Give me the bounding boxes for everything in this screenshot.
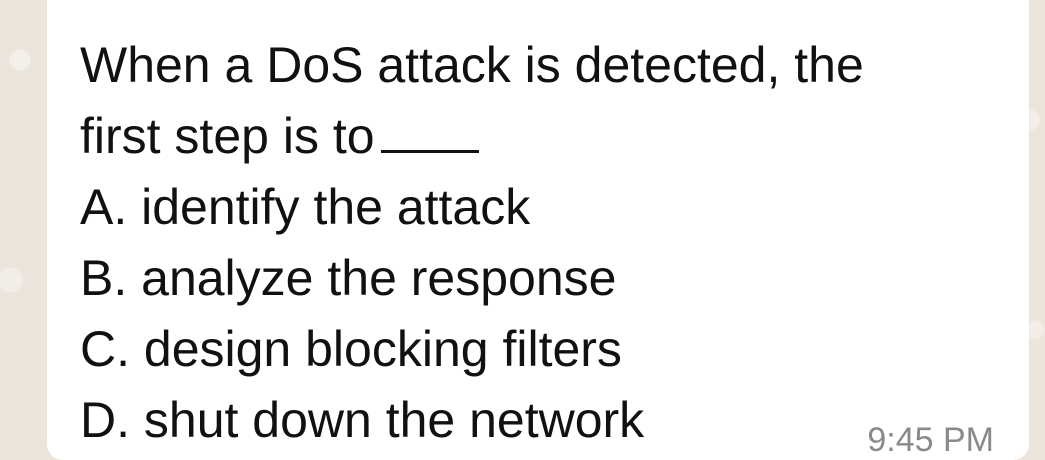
question-line-2-text: first step is to <box>80 108 375 164</box>
fill-in-blank <box>380 114 479 153</box>
option-d: D. shut down the network <box>80 392 645 448</box>
question-line-1: When a DoS attack is detected, the <box>80 37 864 93</box>
message-text: When a DoS attack is detected, the first… <box>80 30 1010 456</box>
message-bubble[interactable]: When a DoS attack is detected, the first… <box>47 0 1029 460</box>
option-b: B. analyze the response <box>80 250 617 306</box>
question-line-2: first step is to <box>80 101 1010 172</box>
option-c: C. design blocking filters <box>80 321 622 377</box>
message-timestamp: 9:45 PM <box>867 421 994 459</box>
option-a: A. identify the attack <box>80 179 531 235</box>
